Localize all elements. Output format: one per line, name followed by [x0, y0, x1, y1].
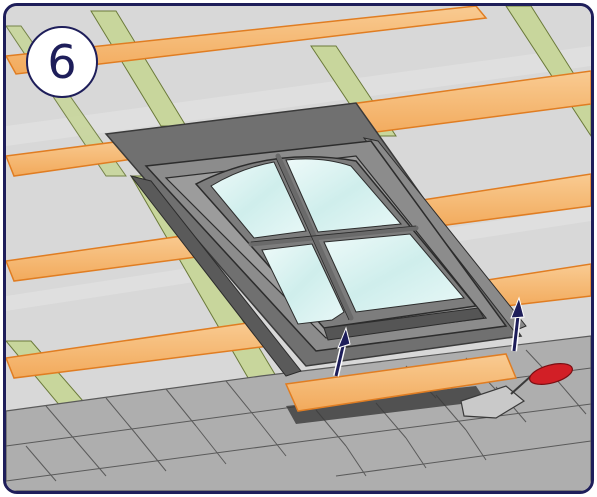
battens	[6, 6, 591, 379]
instruction-panel: 6	[3, 3, 594, 494]
lift-arrows	[333, 296, 525, 377]
trowel-blade	[460, 385, 526, 419]
step-badge: 6	[26, 26, 98, 98]
window-sill	[323, 307, 485, 341]
glass-pane-bottom-left	[261, 243, 345, 325]
trowel-handle	[529, 363, 573, 385]
arrow-up-icon-right	[510, 296, 525, 352]
window-muntins	[248, 153, 419, 321]
glass-pane-top-right	[285, 158, 403, 233]
batten-shadow	[286, 386, 486, 424]
glass-pane-top-left	[210, 161, 307, 239]
batten-1	[6, 6, 488, 75]
trowel-icon	[460, 363, 573, 419]
arrow-up-icon-left	[333, 326, 351, 377]
roof-window-illustration	[6, 6, 591, 491]
flashing-edge-left	[129, 175, 302, 377]
glass-pane-bottom-right	[323, 233, 465, 313]
base-batten	[284, 353, 518, 412]
step-number: 6	[47, 35, 77, 89]
